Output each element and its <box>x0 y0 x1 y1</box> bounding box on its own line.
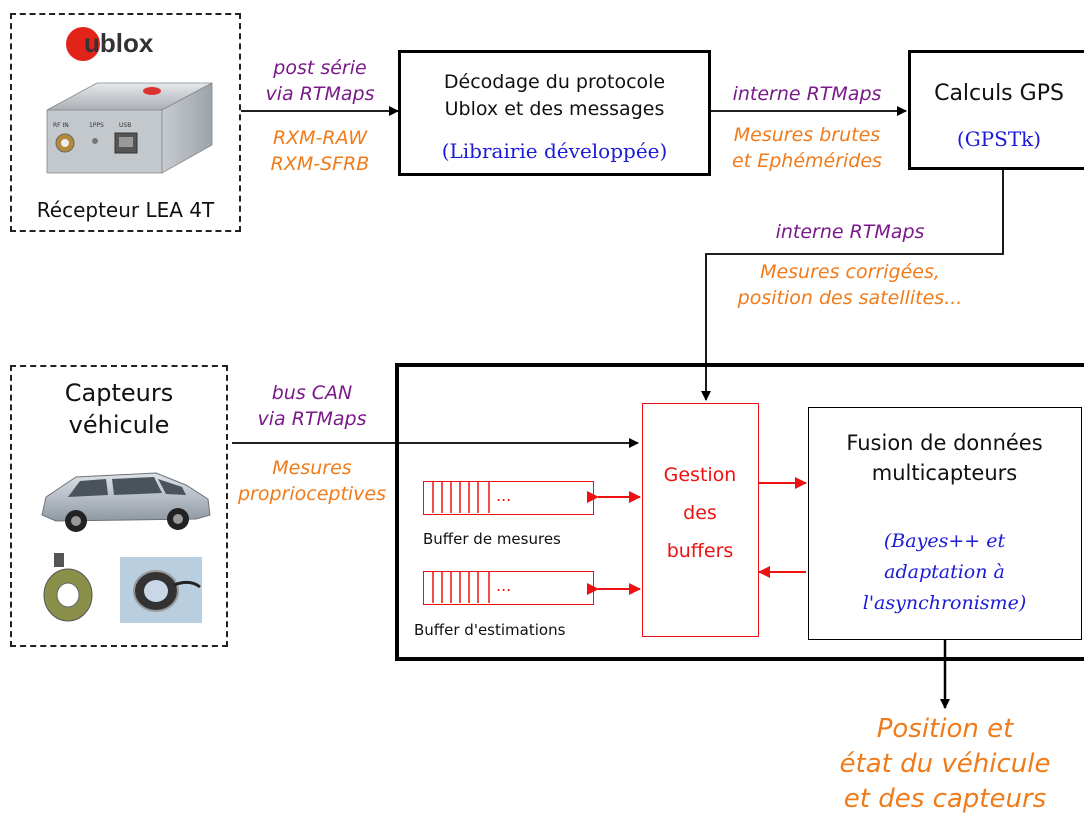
measure-buffer-label: Buffer de mesures <box>423 530 561 548</box>
decoder-link-msg-2: et Ephémérides <box>732 150 882 172</box>
gps-link-messages: Mesures corrigées, position des satellit… <box>715 259 985 311</box>
sensors-box: Capteurs véhicule <box>10 365 228 647</box>
receiver-link-transport-line2: via RTMaps <box>265 83 375 105</box>
decoder-link-transport: interne RTMaps <box>732 83 882 105</box>
receiver-link-transport: post série via RTMaps <box>245 55 395 107</box>
sensors-link-msg-1: Mesures <box>272 457 352 479</box>
fusion-note-line1: (Bayes++ et <box>883 530 1006 552</box>
decoder-note: (Librairie développée) <box>441 139 668 163</box>
sensors-title: Capteurs véhicule <box>12 377 226 441</box>
sensors-title-line1: Capteurs <box>64 379 174 407</box>
fusion-note-line2: adaptation à <box>884 561 1005 583</box>
port-label-rf: RF IN <box>53 122 69 129</box>
receiver-link-transport-line1: post série <box>273 57 367 79</box>
estimate-buffer-label: Buffer d'estimations <box>414 621 566 639</box>
ublox-logo: ublox <box>66 27 186 61</box>
sensors-link-transport: bus CAN via RTMaps <box>232 380 392 432</box>
arrow-gps-buffers <box>701 168 1004 401</box>
fusion-box: Fusion de données multicapteurs (Bayes++… <box>808 407 1082 640</box>
decoder-link-msg-1: Mesures brutes <box>733 124 881 146</box>
sensors-title-line2: véhicule <box>68 411 170 439</box>
fusion-title-line2: multicapteurs <box>871 461 1018 485</box>
gps-title: Calculs GPS <box>934 81 1064 106</box>
buffer-manager-line1: Gestion <box>663 464 737 486</box>
gps-link-msg-2: position des satellites... <box>737 287 963 309</box>
output-line3: et des capteurs <box>843 784 1047 814</box>
sensors-link-msg-2: proprioceptives <box>237 483 387 505</box>
port-label-1pps: 1PPS <box>89 122 104 129</box>
receiver-link-msg-2: RXM-SFRB <box>270 153 370 175</box>
output-label: Position et état du véhicule et des capt… <box>820 712 1070 817</box>
decoder-box: Décodage du protocole Ublox et des messa… <box>398 50 711 176</box>
gps-note: (GPSTk) <box>956 127 1042 151</box>
receiver-link-msg-1: RXM-RAW <box>272 127 368 149</box>
receiver-label: Récepteur LEA 4T <box>36 198 215 222</box>
buffer-manager-label: Gestion des buffers <box>643 456 757 570</box>
processing-frame <box>395 363 1084 661</box>
receiver-box: ublox RF IN 1PPS USB Récepteur LEA 4T <box>10 13 241 232</box>
fusion-title-line1: Fusion de données <box>846 431 1043 455</box>
receiver-link-messages: RXM-RAW RXM-SFRB <box>245 125 395 177</box>
measure-buffer: ... <box>423 481 594 515</box>
output-line2: état du véhicule <box>839 749 1051 779</box>
receiver-device-image: RF IN 1PPS USB <box>46 82 213 174</box>
ublox-logo-text: ublox <box>84 28 154 58</box>
buffer-manager-line2: des <box>683 502 717 524</box>
decoder-title-line2: Ublox et des messages <box>444 98 665 120</box>
fusion-title: Fusion de données multicapteurs <box>809 428 1080 488</box>
measure-buffer-ellipsis: ... <box>496 486 512 505</box>
ublox-logo-circle <box>66 27 100 61</box>
sensors-link-transport-line2: via RTMaps <box>257 408 367 430</box>
gps-box: Calculs GPS (GPSTk) <box>908 50 1084 170</box>
car-image <box>41 472 211 532</box>
buffer-manager-line3: buffers <box>666 540 734 562</box>
buffer-manager-box: Gestion des buffers <box>642 403 759 637</box>
decoder-title-line1: Décodage du protocole <box>443 71 666 93</box>
fusion-note-line3: l'asynchronisme) <box>862 592 1027 614</box>
estimate-buffer-cells <box>432 572 490 603</box>
bearing-sensor-image <box>120 557 202 623</box>
decoder-link-messages: Mesures brutes et Ephémérides <box>712 122 902 174</box>
fusion-note: (Bayes++ et adaptation à l'asynchronisme… <box>809 526 1080 619</box>
measure-buffer-cells <box>432 482 490 513</box>
estimate-buffer: ... <box>423 571 594 605</box>
sensors-link-transport-line1: bus CAN <box>271 382 353 404</box>
estimate-buffer-ellipsis: ... <box>496 576 512 595</box>
decoder-title: Décodage du protocole Ublox et des messa… <box>401 69 708 123</box>
sensors-link-messages: Mesures proprioceptives <box>232 455 392 507</box>
gps-link-msg-1: Mesures corrigées, <box>760 261 940 283</box>
output-line1: Position et <box>876 714 1014 744</box>
port-label-usb: USB <box>119 122 131 129</box>
gps-link-transport: interne RTMaps <box>775 221 925 243</box>
wheel-sensor-image <box>43 553 93 622</box>
